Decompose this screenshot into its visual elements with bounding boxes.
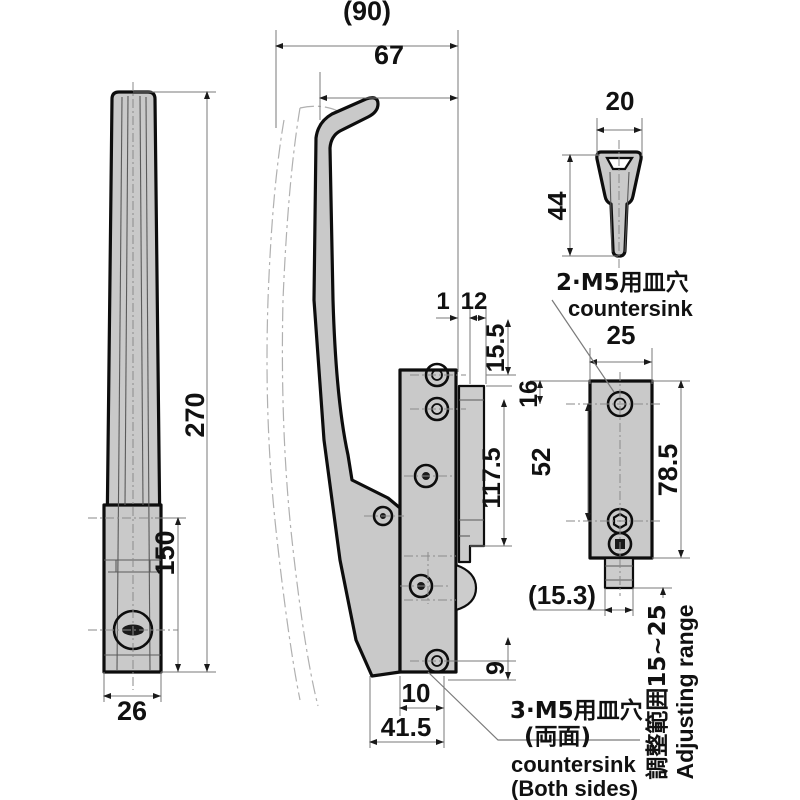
side-view-dimensions: 270 150 26 [103, 91, 216, 726]
dim-label-150: 150 [150, 530, 180, 575]
note-2m5-countersink: 2·M5用皿穴 countersink [556, 269, 693, 321]
note-2m5-jp: 2·M5用皿穴 [556, 269, 689, 296]
side-inner-line-left [116, 96, 123, 671]
dim-label-16: 16 [515, 380, 543, 408]
dim-label-90: (90) [343, 0, 391, 26]
strike-plate-body [588, 379, 654, 560]
dim-label-785: 78.5 [653, 444, 683, 497]
note-3m5-jp-line1: 3·M5用皿穴 [510, 697, 643, 724]
side-inner-line-right2 [139, 95, 144, 506]
dim-label-415: 41.5 [381, 712, 432, 742]
front-view-dimensions: (90) 67 1 12 15.5 117.5 [275, 0, 640, 748]
dim-label-155: 15.5 [482, 324, 510, 373]
leader-3m5-countersink [427, 671, 640, 741]
dim-label-1175: 117.5 [478, 447, 506, 508]
key-detail-view [595, 140, 643, 268]
dim-label-67: 67 [374, 40, 404, 70]
note-3m5-en-line2: (Both sides) [511, 776, 638, 800]
phantom-open-position-2 [281, 107, 319, 707]
front-cam-bump [454, 563, 478, 612]
side-inner-line-right [145, 96, 151, 671]
key-inner-right [624, 171, 630, 253]
strike-view-dimensions: 25 16 52 78.5 (15.3) [515, 299, 690, 616]
strike-plate-stem [603, 556, 635, 590]
note-adjusting-range: 調整範囲15~25 Adjusting range [644, 604, 698, 779]
leader-2m5-countersink [551, 299, 615, 393]
key-view-dimensions: 20 44 [542, 86, 643, 257]
dim-label-52: 52 [526, 448, 556, 477]
dim-label-9: 9 [482, 661, 510, 675]
dim-label-1: 1 [436, 288, 449, 315]
dim-label-12: 12 [461, 288, 488, 315]
phantom-open-position [266, 119, 301, 701]
dim-label-10: 10 [402, 678, 431, 708]
note-3m5-en-line1: countersink [511, 752, 636, 777]
strike-plate-view [566, 372, 660, 596]
note-3m5-jp-line2: (両面) [524, 724, 591, 750]
dim-label-25: 25 [607, 320, 636, 350]
key-inner-left [609, 171, 613, 253]
note-3m5-countersink: 3·M5用皿穴 (両面) countersink (Both sides) [510, 697, 643, 800]
side-inner-line-left2 [124, 95, 129, 506]
note-2m5-en: countersink [568, 296, 693, 321]
note-adjusting-en: Adjusting range [672, 604, 698, 779]
note-adjusting-jp: 調整範囲15~25 [644, 604, 671, 779]
dim-label-270: 270 [180, 392, 210, 437]
dim-label-26: 26 [117, 696, 147, 726]
dim-label-44: 44 [542, 191, 572, 220]
dim-label-20: 20 [606, 86, 635, 116]
dim-label-153: (15.3) [528, 580, 596, 610]
